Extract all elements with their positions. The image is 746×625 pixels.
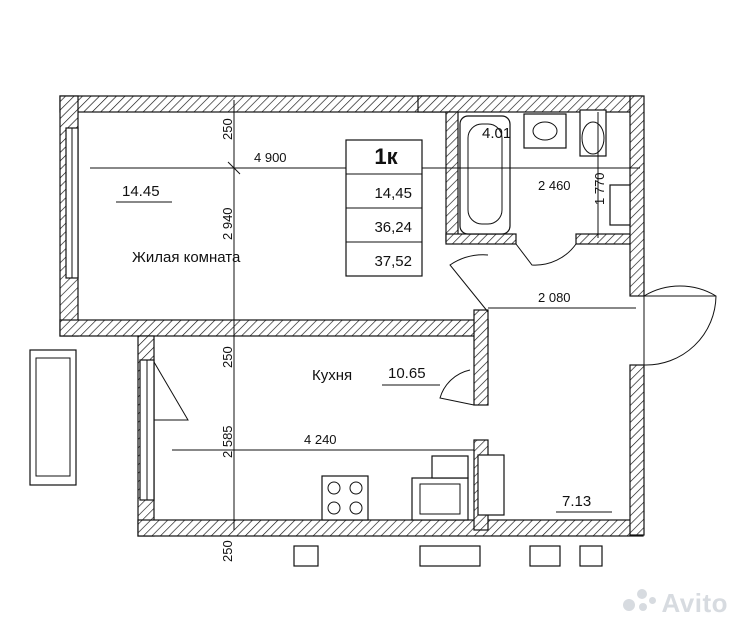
doors xyxy=(439,243,717,406)
dim-kitchen-depth: 2 585 xyxy=(220,425,235,458)
wall-middle xyxy=(59,319,489,337)
bathtub xyxy=(459,115,511,235)
balcony xyxy=(29,349,189,486)
wall-top-left xyxy=(59,95,456,113)
door-entrance xyxy=(643,285,717,366)
bathroom-area: 4.01 xyxy=(482,125,511,142)
neighbor-fragment xyxy=(293,545,603,567)
wall-right-upper xyxy=(629,95,645,297)
dim-living-width: 4 900 xyxy=(254,150,287,165)
summary-living-area: 14,45 xyxy=(374,185,412,202)
kitchen-name: Кухня xyxy=(312,367,352,384)
door-living xyxy=(449,254,489,313)
hall-area: 7.13 xyxy=(562,493,591,510)
wall-bath-bottom xyxy=(445,233,517,245)
windows xyxy=(65,127,155,501)
wall-bottom xyxy=(137,519,644,537)
wall-kitchen-right xyxy=(473,309,489,406)
dim-kitchen-width: 4 240 xyxy=(304,432,337,447)
door-bath xyxy=(515,243,577,266)
wall-right-lower xyxy=(629,364,645,536)
kitchen-sink xyxy=(411,477,469,521)
watermark: Avito xyxy=(623,588,728,619)
dim-bath-depth: 1 770 xyxy=(592,172,607,205)
wall-bath-bottom-right xyxy=(575,233,637,245)
bathroom-fixtures xyxy=(459,109,631,235)
summary-table xyxy=(345,139,423,277)
door-kitchen xyxy=(439,369,475,406)
dim-bath-width: 2 460 xyxy=(538,178,571,193)
avito-logo-icon xyxy=(623,589,657,615)
dim-hall-width: 2 080 xyxy=(538,290,571,305)
apartment-type: 1к xyxy=(374,144,398,169)
wall-top-right xyxy=(417,95,643,113)
wall-bath-left xyxy=(445,111,459,243)
summary-total-area: 37,52 xyxy=(374,253,412,270)
watermark-text: Avito xyxy=(661,588,728,618)
dim-wall-bottom: 250 xyxy=(220,540,235,562)
kitchen-fixtures xyxy=(321,454,505,521)
living-room-name: Жилая комната xyxy=(132,249,241,266)
stove xyxy=(321,475,369,521)
summary-area-no-balcony: 36,24 xyxy=(374,219,412,236)
living-room-area: 14.45 xyxy=(122,183,160,200)
dim-living-depth: 2 940 xyxy=(220,207,235,240)
kitchen-area: 10.65 xyxy=(388,365,426,382)
dim-wall-mid: 250 xyxy=(220,346,235,368)
dim-wall-top: 250 xyxy=(220,118,235,140)
toilet xyxy=(579,109,607,157)
sink xyxy=(523,113,567,149)
